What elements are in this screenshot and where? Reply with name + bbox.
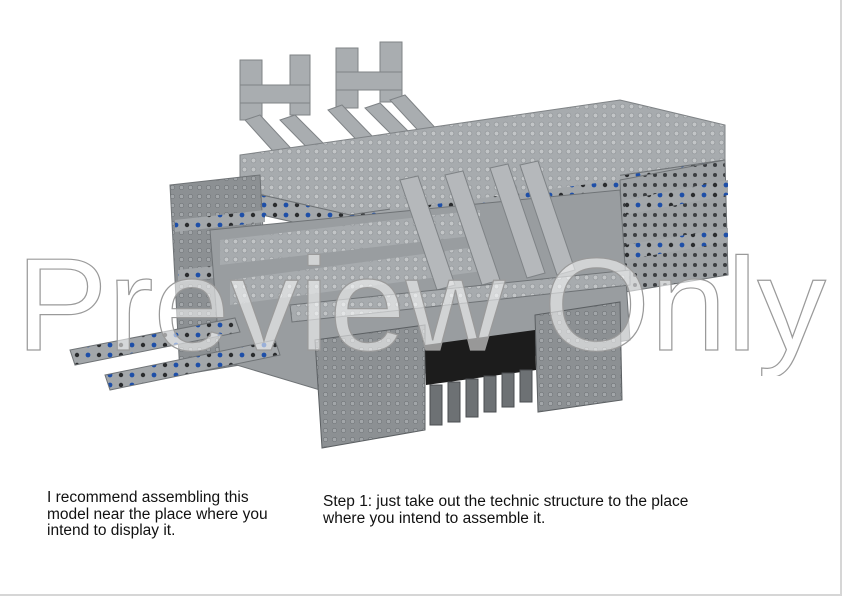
- step-1-instruction: Step 1: just take out the technic struct…: [323, 493, 689, 527]
- lego-model-render: [69, 41, 729, 449]
- assembly-location-note: I recommend assembling this model near t…: [47, 489, 268, 539]
